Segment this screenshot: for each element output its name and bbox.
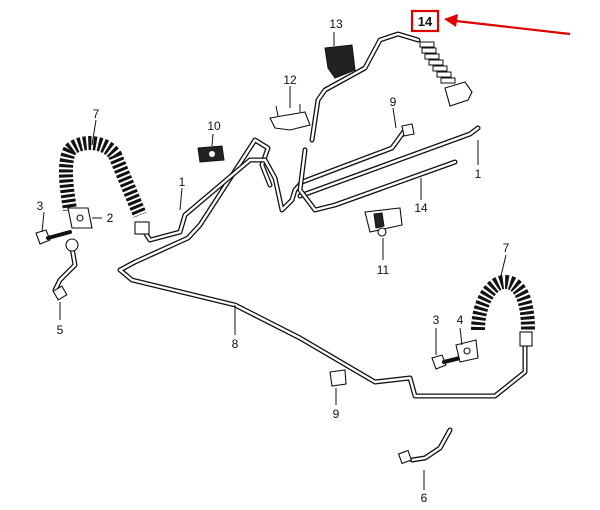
callout-9-upper: 9 — [390, 95, 397, 109]
callout-7-left: 7 — [93, 107, 100, 121]
callout-3-left: 3 — [37, 199, 44, 213]
bolt-3-left — [35, 229, 72, 245]
main-pipe-1 — [137, 125, 481, 243]
hose-14-elbow — [444, 81, 473, 107]
bracket-4 — [455, 339, 479, 363]
pipe-14-long — [297, 31, 458, 213]
callout-14-highlighted: 14 — [418, 14, 433, 29]
hose-7-left-end — [65, 238, 79, 252]
clip-10 — [197, 145, 225, 163]
callout-4: 4 — [457, 313, 464, 327]
hose-14-top — [419, 41, 473, 107]
callout-5: 5 — [57, 323, 64, 337]
fitting-6 — [397, 449, 413, 465]
fitting-5 — [52, 285, 68, 301]
hose-7-left-fitting — [134, 221, 150, 235]
bracket-2 — [67, 207, 93, 229]
callout-6: 6 — [421, 491, 428, 505]
callout-13: 13 — [329, 17, 343, 31]
hose-7-right-fitting — [519, 331, 533, 347]
callout-1-left: 1 — [179, 175, 186, 189]
callout-2: 2 — [107, 211, 114, 225]
callout-10: 10 — [207, 119, 221, 133]
hose-7-left — [58, 136, 150, 252]
callout-1-right: 1 — [475, 167, 482, 181]
fitting-9-upper — [401, 123, 415, 137]
callout-labels: 7 1 1 3 2 5 10 12 13 9 14 11 8 9 3 4 7 6 — [37, 17, 510, 505]
callout-9-lower: 9 — [333, 407, 340, 421]
highlight-arrow-head — [444, 14, 458, 27]
callout-7-right: 7 — [503, 241, 510, 255]
hose-7-right — [471, 274, 535, 347]
highlight-14: 14 — [410, 9, 571, 36]
bracket-12 — [269, 104, 311, 131]
clip-11 — [364, 207, 403, 237]
callout-12: 12 — [283, 73, 297, 87]
callout-11: 11 — [377, 263, 390, 277]
highlight-arrow — [455, 19, 571, 36]
callout-14-lower: 14 — [414, 201, 428, 215]
clip-13 — [324, 44, 356, 79]
callout-8: 8 — [232, 337, 239, 351]
clip-9-lower — [329, 369, 347, 387]
pipe-5-left — [52, 245, 78, 301]
leader-lines — [41, 32, 507, 490]
callout-3-right: 3 — [433, 313, 440, 327]
highlight-box — [410, 9, 440, 33]
pipe-6-right — [397, 427, 453, 465]
bolt-3-right — [431, 354, 462, 370]
